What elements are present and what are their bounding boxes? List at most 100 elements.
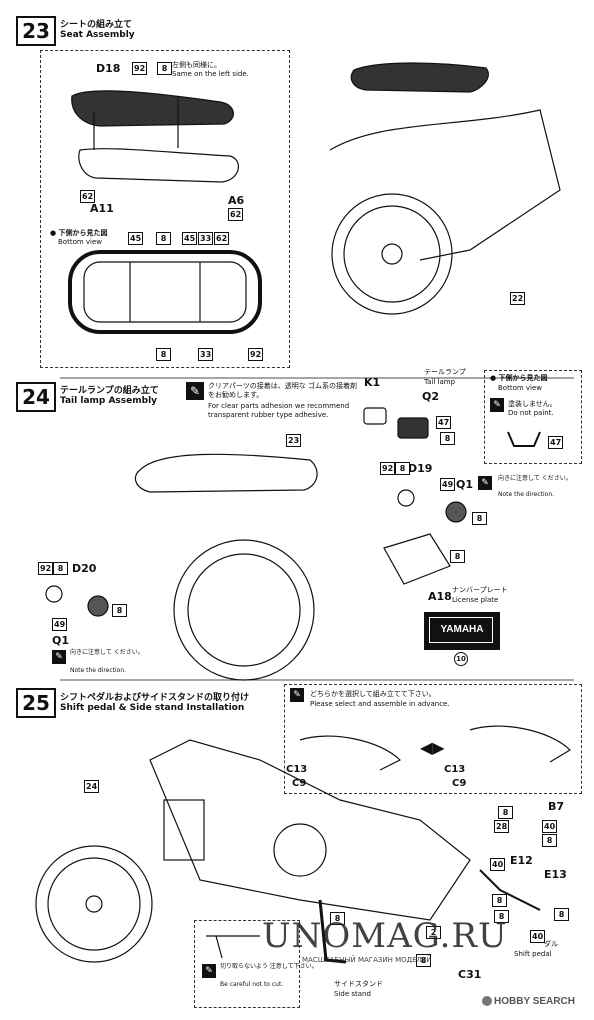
shift-pedal-jp: ダル — [544, 940, 558, 948]
direction-note-jp: 向きに注意して ください。 — [498, 475, 572, 482]
seat-detail-frame — [40, 50, 290, 368]
part-label-a11: A11 — [90, 202, 114, 215]
part-label-q1: Q1 — [456, 478, 474, 491]
step-title-jp: シートの組み立て — [60, 20, 133, 30]
step-title-en: Tail lamp Assembly — [60, 396, 158, 406]
part-number-box: 8 — [542, 834, 557, 847]
part-number-box: 8 — [112, 604, 127, 617]
part-number-box: 45 — [128, 232, 144, 245]
part-number-box: 92 — [380, 462, 396, 475]
part-label-k1: K1 — [364, 376, 381, 389]
watermark-sub: МАСШТАБНЫЙ МАГАЗИН МОДЕЛЕЙ — [302, 956, 432, 964]
engine-frame-drawing — [149, 739, 471, 921]
part-number-box: 8 — [492, 894, 507, 907]
tail-lamp-bottom-view-frame — [484, 370, 582, 464]
lamp-d20 — [45, 585, 63, 603]
adhesive-note-en: For clear parts adhesion we recommend tr… — [208, 402, 350, 419]
part-label-q2: Q2 — [422, 390, 440, 403]
step-title-jp: シフトペダルおよびサイドスタンドの取り付け — [60, 693, 250, 703]
plate-text: YAMAHA — [440, 624, 484, 635]
part-number-box: 49 — [52, 618, 68, 631]
part-number-box: 8 — [395, 462, 410, 475]
part-number-box: 40 — [530, 930, 546, 943]
part-number-box: 8 — [156, 348, 171, 361]
part-label-c9: C9 — [292, 778, 307, 789]
direction-icon: ✎ — [52, 650, 66, 664]
tail-lamp-jp: テールランプ — [424, 368, 466, 376]
direction-note-en: Note the direction. — [70, 667, 127, 674]
part-number-box: 45 — [182, 232, 198, 245]
part-label-e13: E13 — [544, 868, 567, 881]
part-number-box: 8 — [498, 806, 513, 819]
part-number-box: 8 — [450, 550, 465, 563]
step-ref-box: 23 — [286, 434, 302, 447]
part-number-box: 92 — [38, 562, 54, 575]
rear-wheel — [331, 193, 453, 315]
step-title-jp: テールランプの組み立て — [60, 386, 159, 396]
cut-note-en: Be careful not to cut. — [220, 981, 284, 988]
part-label-c13: C13 — [444, 764, 466, 775]
part-label-a18: A18 — [428, 590, 452, 603]
lamp-q2 — [397, 417, 429, 439]
shift-pedal-en: Shift pedal — [514, 950, 552, 958]
radiator — [163, 799, 205, 861]
part-label-b7: B7 — [548, 800, 565, 813]
bottom-view-en: Bottom view — [498, 384, 543, 392]
select-note-jp: どちらかを選択して組み立てて下さい。 — [310, 690, 436, 698]
step-ref-box: 22 — [510, 292, 526, 305]
part-number-box: 8 — [494, 910, 509, 923]
tail-lamp-en: Tail lamp — [424, 378, 456, 386]
part-number-box: 8 — [330, 912, 345, 925]
step-number: 23 — [16, 16, 56, 46]
lens-q1 — [445, 501, 467, 523]
side-stand-detail-frame — [194, 920, 300, 1008]
side-stand-drawing — [318, 899, 347, 964]
part-label-c13: C13 — [286, 764, 308, 775]
paint-brush-icon: ✎ — [490, 398, 504, 412]
part-label-d18: D18 — [96, 62, 121, 75]
step-number: 24 — [16, 382, 56, 412]
watermark-main: UNOMAG.RU — [262, 916, 508, 956]
part-number-box: 47 — [548, 436, 564, 449]
cut-warning-icon: ✎ — [202, 964, 216, 978]
cut-note-jp: 切り取らないよう 注意して下さい。 — [220, 963, 318, 970]
step-title-en: Shift pedal & Side stand Installation — [60, 703, 245, 713]
same-note-jp: 左側も同様に。 — [172, 61, 221, 69]
select-option-frame — [284, 684, 582, 794]
select-note-en: Please select and assemble in advance. — [310, 700, 450, 708]
part-number-box: 33 — [198, 232, 214, 245]
part-number-box: 8 — [416, 954, 431, 967]
part-number-box: 8 — [440, 432, 455, 445]
license-plate-jp: ナンバープレート — [452, 586, 508, 594]
part-number-box: 40 — [490, 858, 506, 871]
hobby-search-logo: HOBBY SEARCH — [482, 996, 575, 1007]
tail-seat-drawing — [134, 453, 318, 493]
part-number-box: 8 — [53, 562, 68, 575]
part-number-box: 8 — [157, 62, 172, 75]
logo-text: HOBBY SEARCH — [494, 996, 575, 1007]
part-number-box: 62 — [214, 232, 230, 245]
step-number: 25 — [16, 688, 56, 718]
adhesive-icon: ✎ — [186, 382, 204, 400]
part-label-c31: C31 — [458, 968, 482, 981]
side-stand-en: Side stand — [334, 990, 371, 998]
part-number-box: 2 — [426, 926, 441, 939]
part-number-box: 8 — [554, 908, 569, 921]
license-plate-en: License plate — [452, 596, 499, 604]
shift-pedal-drawing — [479, 869, 541, 911]
step-title-en: Seat Assembly — [60, 30, 135, 40]
front-wheel — [35, 845, 153, 963]
lens-q1-left — [87, 595, 109, 617]
part-label-q1: Q1 — [52, 634, 70, 647]
seat-bottom-view — [68, 250, 262, 334]
adhesive-note-jp: クリアパーツの接着は、透明な ゴム系の接着剤をお勧めします。 — [208, 382, 357, 399]
part-label-d20: D20 — [72, 562, 97, 575]
direction-note-en: Note the direction. — [498, 491, 555, 498]
direction-icon: ✎ — [478, 476, 492, 490]
part-number-box: 62 — [80, 190, 96, 203]
lamp-d19 — [397, 489, 415, 507]
same-note-en: Same on the left side. — [172, 70, 249, 78]
direction-note-jp: 向きに注意して ください。 — [70, 649, 144, 656]
no-paint-jp: 塗装しません。 — [508, 400, 557, 408]
